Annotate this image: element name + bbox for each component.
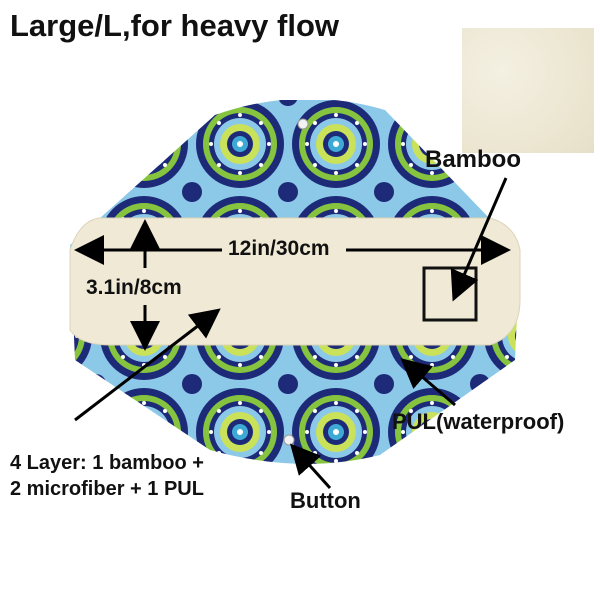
snap-button-icon [283,434,295,446]
bamboo-swatch [462,28,594,153]
button-label: Button [290,488,361,513]
layers-line-1: 4 Layer: 1 bamboo + [10,452,204,474]
arrow-icon [400,358,456,407]
length-label: 12in/30cm [228,237,330,260]
layers-label: 4 Layer: 1 bamboo + 2 microfiber + 1 PUL [10,450,204,502]
layers-line-2: 2 microfiber + 1 PUL [10,478,204,500]
pul-label: PUL(waterproof) [392,409,565,434]
bamboo-label: Bamboo [425,146,521,173]
width-label: 3.1in/8cm [86,276,182,299]
page-title: Large/L,for heavy flow [10,8,340,43]
arrow-icon [450,177,508,302]
arrow-icon [289,443,332,490]
snap-button-icon [297,118,309,130]
arrow-icon [74,308,221,422]
